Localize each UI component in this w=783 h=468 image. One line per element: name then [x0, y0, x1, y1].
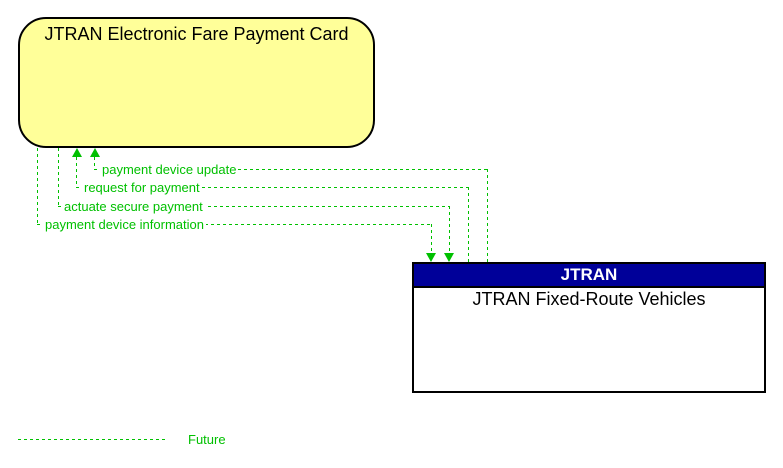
flow-line-request-for-payment-left-vertical: [76, 157, 77, 187]
flow-line-payment-device-update-left-vertical: [94, 157, 95, 169]
flow-line-request-for-payment-right-vertical: [468, 187, 469, 262]
legend-future-dashed-line: [18, 439, 166, 440]
entity-electronic-fare-payment-card[interactable]: JTRAN Electronic Fare Payment Card: [18, 17, 375, 148]
flow-line-actuate-secure-payment-left-vertical: [58, 148, 59, 206]
legend-future-label: Future: [188, 432, 226, 447]
flow-line-request-for-payment-horizontal: [76, 187, 468, 188]
flow-line-actuate-secure-payment-horizontal: [58, 206, 449, 207]
flow-line-payment-device-update-right-vertical: [487, 169, 488, 262]
flow-line-payment-device-information-left-vertical: [37, 148, 38, 224]
arrow-up-icon: [72, 148, 82, 157]
flow-line-actuate-secure-payment-right-vertical: [449, 206, 450, 253]
flow-label-payment-device-information[interactable]: payment device information: [43, 217, 206, 232]
entity-electronic-fare-payment-card-title: JTRAN Electronic Fare Payment Card: [44, 24, 349, 44]
arrow-up-icon: [90, 148, 100, 157]
entity-fixed-route-vehicles-title: JTRAN Fixed-Route Vehicles: [472, 289, 706, 309]
flow-label-payment-device-update[interactable]: payment device update: [100, 162, 239, 177]
flow-label-request-for-payment[interactable]: request for payment: [82, 180, 202, 195]
flow-line-payment-device-information-horizontal: [37, 224, 431, 225]
arrow-down-icon: [444, 253, 454, 262]
flow-label-actuate-secure-payment[interactable]: actuate secure payment: [62, 199, 205, 214]
flow-line-payment-device-update-horizontal: [94, 169, 487, 170]
entity-fixed-route-vehicles[interactable]: JTRAN JTRAN Fixed-Route Vehicles: [412, 262, 766, 393]
arrow-down-icon: [426, 253, 436, 262]
entity-fixed-route-vehicles-header: JTRAN: [414, 264, 764, 288]
flow-line-payment-device-information-right-vertical: [431, 224, 432, 253]
